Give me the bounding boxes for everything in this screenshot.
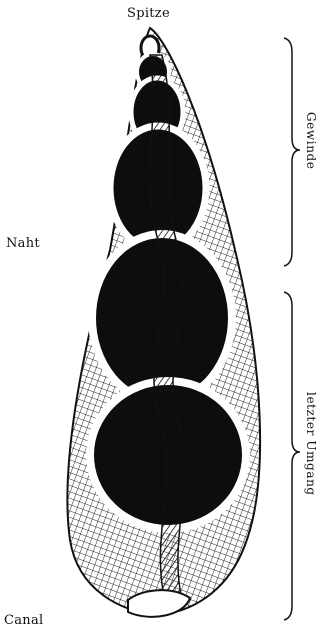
last-whorl-bracket — [284, 292, 300, 620]
spire-bracket — [284, 38, 300, 266]
canal-label: Canal — [4, 613, 43, 628]
last-whorl-label: letzter Umgang — [304, 392, 318, 496]
siphonal-canal — [128, 590, 190, 617]
suture-label: Naht — [6, 236, 40, 251]
spire-label: Gewinde — [304, 112, 318, 170]
apex-label: Spitze — [127, 6, 170, 21]
